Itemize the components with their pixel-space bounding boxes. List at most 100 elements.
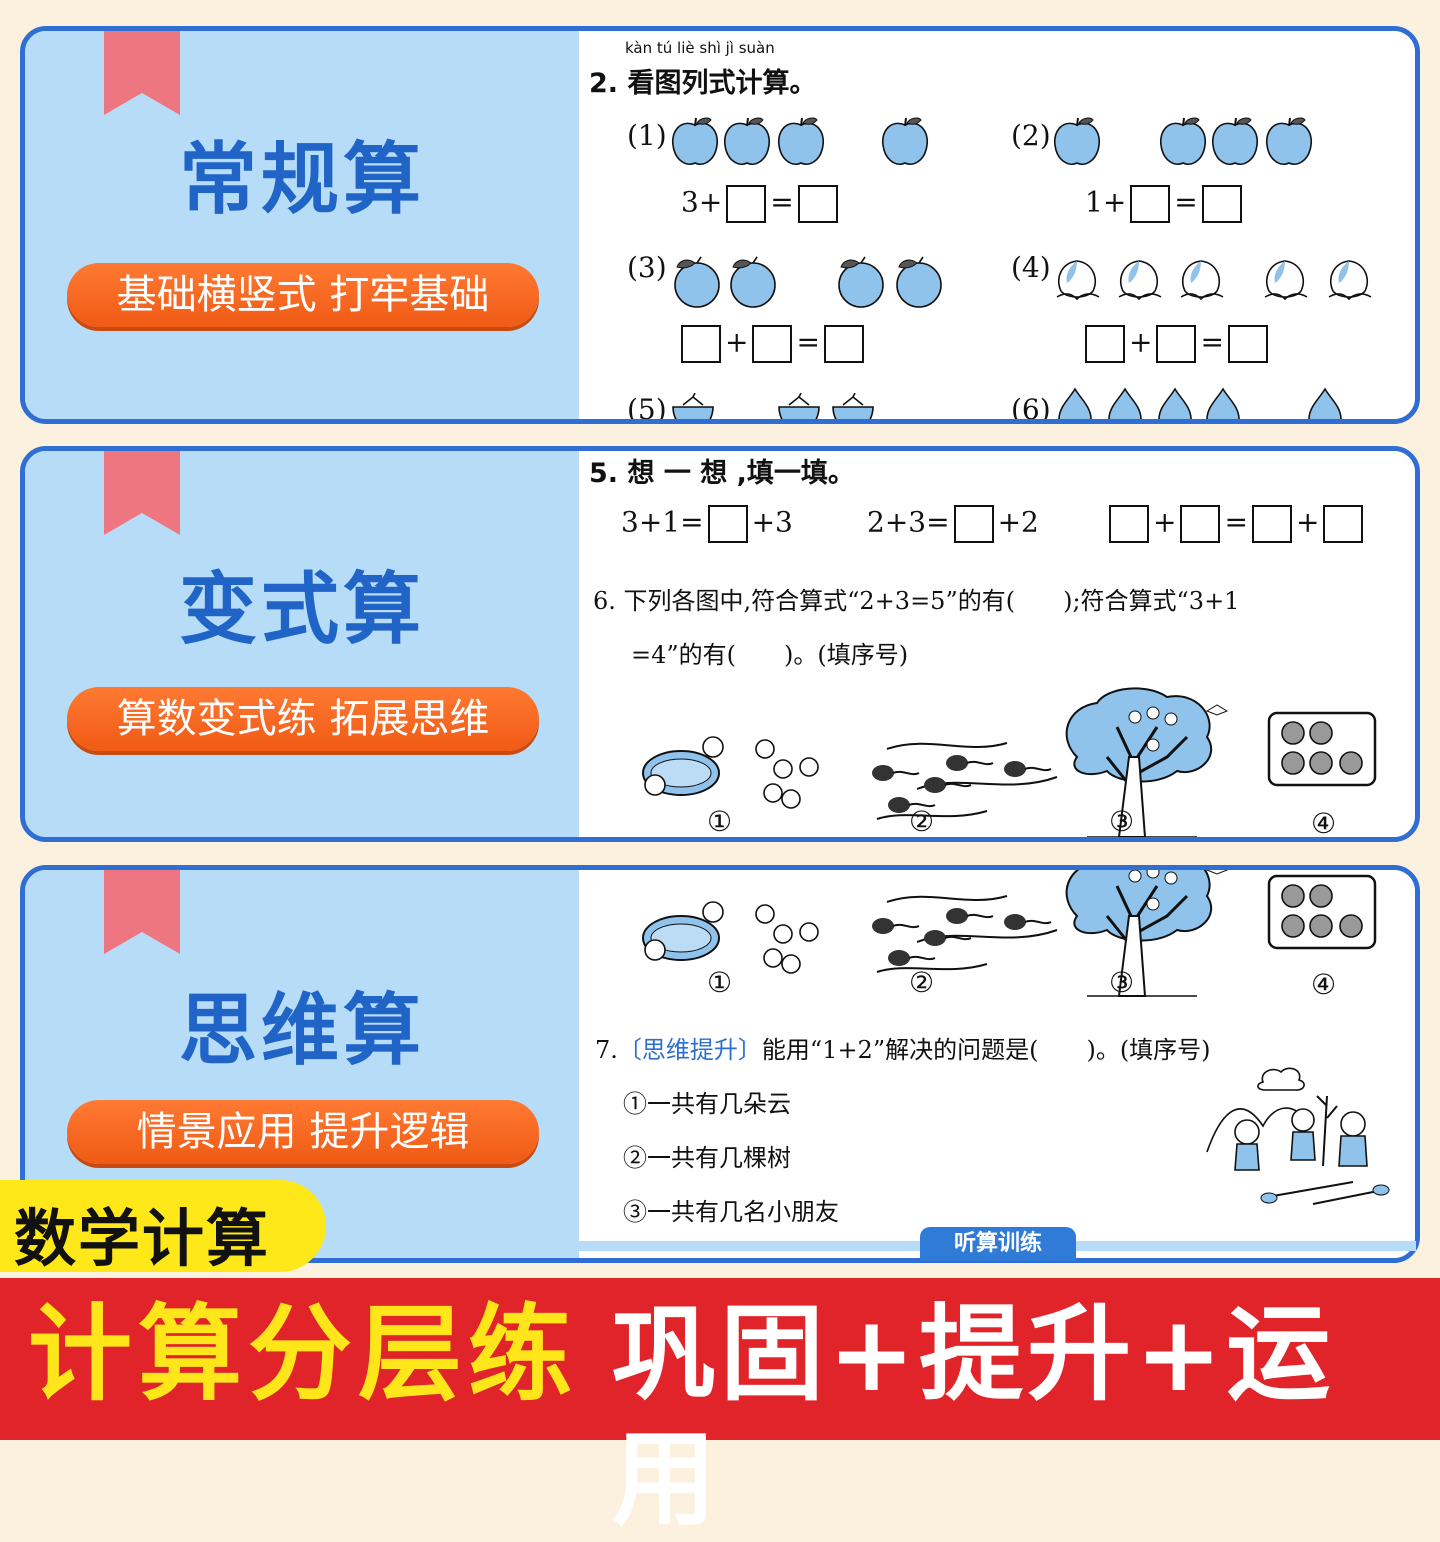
peach-group-icon	[1056, 260, 1372, 300]
answer-box[interactable]	[797, 185, 838, 223]
item-label: (3)	[627, 251, 667, 284]
panel-subtitle-pill: 情景应用 提升逻辑	[67, 1100, 539, 1164]
equation-4: +=	[1081, 325, 1272, 363]
question-text: 能用“1+2”解决的问题是( )。(填序号)	[761, 1036, 1211, 1064]
answer-box[interactable]	[1251, 505, 1292, 543]
equation-text: +	[1153, 505, 1177, 539]
equation-fill-1: 3+1=+3	[621, 505, 793, 543]
bookmark-ribbon-icon	[104, 451, 180, 535]
figure-label: ②	[909, 805, 935, 838]
equation-fill-2: 2+3= +2	[867, 505, 1039, 543]
tree-birds-illustration	[1065, 687, 1229, 837]
equation-3: +=	[677, 325, 868, 363]
option-item[interactable]: ②一共有几棵树	[623, 1144, 791, 1172]
figure-label: ①	[707, 805, 733, 838]
practice-panel-regular: 常规算 基础横竖式 打牢基础 kàn tú liè shì jì suàn 2.…	[20, 26, 1420, 424]
children-planting-illustration	[1206, 1067, 1390, 1205]
equation-fill-3: + = +	[1105, 505, 1367, 543]
answer-box[interactable]	[681, 325, 721, 363]
figure-label: ②	[909, 966, 935, 999]
answer-box[interactable]	[1085, 325, 1125, 363]
equation-text: +	[1129, 325, 1153, 359]
figure-label: ④	[1311, 807, 1337, 840]
pinyin-line: kàn tú liè shì jì suàn	[625, 39, 775, 57]
item-label: (6)	[1011, 393, 1051, 424]
chicks-illustration	[642, 901, 819, 974]
answer-box[interactable]	[1201, 185, 1242, 223]
orange-group-icon	[838, 256, 942, 308]
equation-text: =	[796, 325, 820, 359]
equation-text: =	[1224, 505, 1248, 539]
answer-box[interactable]	[1227, 325, 1268, 363]
worksheet-area: 5. 想 一 想 ,填一填。 3+1=+3 2+3=+2 +=+ 6. 下列各图…	[579, 451, 1415, 837]
orange-group-icon	[674, 256, 776, 308]
question-heading: 2. 看图列式计算。	[589, 68, 817, 99]
panel-subtitle-pill: 基础横竖式 打牢基础	[67, 263, 539, 327]
equation-text: +3	[751, 505, 793, 539]
equation-text: +	[1295, 505, 1320, 539]
bottom-banner	[0, 1278, 1440, 1440]
figure-label: ④	[1311, 968, 1337, 1001]
equation-text: 1+	[1085, 185, 1127, 219]
answer-box[interactable]	[1130, 185, 1171, 223]
bookmark-ribbon-icon	[104, 31, 180, 115]
panel-title: 常规算	[178, 135, 425, 225]
equation-text: =	[1174, 185, 1198, 219]
equation-text: =	[770, 185, 794, 219]
apple-group-icon	[671, 117, 825, 166]
worksheet-area: kàn tú liè shì jì suàn 2. 看图列式计算。 (1) 3+…	[579, 31, 1415, 419]
item-label: (1)	[627, 119, 667, 152]
banner-slogan: 巩固+提升+运用	[612, 1293, 1335, 1540]
answer-box[interactable]	[1109, 505, 1149, 543]
question-heading: 5. 想 一 想 ,填一填。	[589, 458, 855, 489]
apple-icon	[881, 117, 929, 166]
listening-training-tab[interactable]: 听算训练	[920, 1227, 1076, 1261]
thinking-tag: 〔思维提升〕	[617, 1036, 762, 1064]
math-calc-tag-label: 数学计算	[14, 1202, 271, 1275]
equation-text: +	[725, 325, 749, 359]
equation-text: 2+3=	[867, 505, 950, 539]
answer-box[interactable]	[953, 505, 994, 543]
banner-headline: 计算分层练	[28, 1293, 579, 1415]
apple-icon	[1053, 117, 1101, 166]
answer-box[interactable]	[726, 185, 767, 223]
option-item[interactable]: ①一共有几朵云	[623, 1090, 791, 1118]
figure-label: ③	[1109, 805, 1135, 838]
answer-box[interactable]	[1180, 505, 1221, 543]
pear-group-icon	[1058, 388, 1342, 419]
tadpoles-illustration	[871, 742, 1058, 820]
practice-panel-variant: 变式算 算数变式练 拓展思维 5. 想 一 想 ,填一填。 3+1=+3 2+3…	[20, 446, 1420, 842]
answer-box[interactable]	[823, 325, 864, 363]
panel-title: 思维算	[178, 986, 425, 1076]
answer-box[interactable]	[1323, 505, 1364, 543]
tadpoles-illustration	[871, 895, 1058, 973]
panel-title: 变式算	[178, 565, 425, 655]
question-7: 7.〔思维提升〕能用“1+2”解决的问题是( )。(填序号)	[595, 1030, 1211, 1065]
equation-text: +2	[997, 505, 1039, 539]
panel-left-area: 变式算 算数变式练 拓展思维	[25, 451, 579, 837]
equation-2: 1+ =	[1085, 185, 1246, 223]
equation-1: 3+ =	[681, 185, 842, 223]
item-label: (2)	[1011, 119, 1051, 152]
strawberry-group-icon	[672, 393, 874, 419]
math-calc-tag	[0, 1180, 326, 1272]
chicks-illustration	[642, 736, 819, 809]
dots-box-illustration	[1267, 711, 1377, 787]
answer-box[interactable]	[707, 505, 748, 543]
tree-birds-illustration	[1065, 870, 1229, 998]
item-label: (5)	[627, 393, 667, 424]
item-label: (4)	[1011, 251, 1051, 284]
dots-box-illustration	[1267, 874, 1377, 950]
option-item[interactable]: ③一共有几名小朋友	[623, 1198, 839, 1226]
worksheet-area: ① ② ③ ④ 7.〔思维提升〕能用“1+2”解决的问题是( )。(填序号) ①…	[579, 870, 1415, 1258]
equation-text: 3+	[681, 185, 723, 219]
panel-left-area: 常规算 基础横竖式 打牢基础	[25, 31, 579, 419]
bookmark-ribbon-icon	[104, 870, 180, 954]
figure-label: ③	[1109, 966, 1135, 999]
panel-subtitle-pill: 算数变式练 拓展思维	[67, 687, 539, 751]
figure-label: ①	[707, 966, 733, 999]
answer-box[interactable]	[1156, 325, 1197, 363]
answer-box[interactable]	[752, 325, 793, 363]
question-6-line-2: =4”的有( )。(填序号)	[631, 641, 909, 669]
equation-text: =	[1200, 325, 1224, 359]
